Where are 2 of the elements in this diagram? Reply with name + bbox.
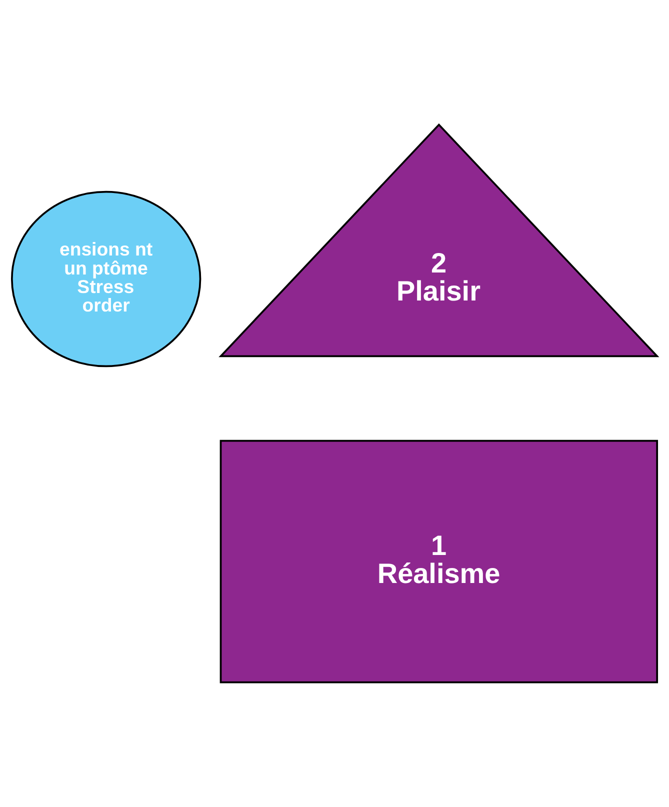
node-box: 1 Réalisme [220,440,658,684]
node-circle: ensions nt un ptôme Stress order [10,190,202,368]
